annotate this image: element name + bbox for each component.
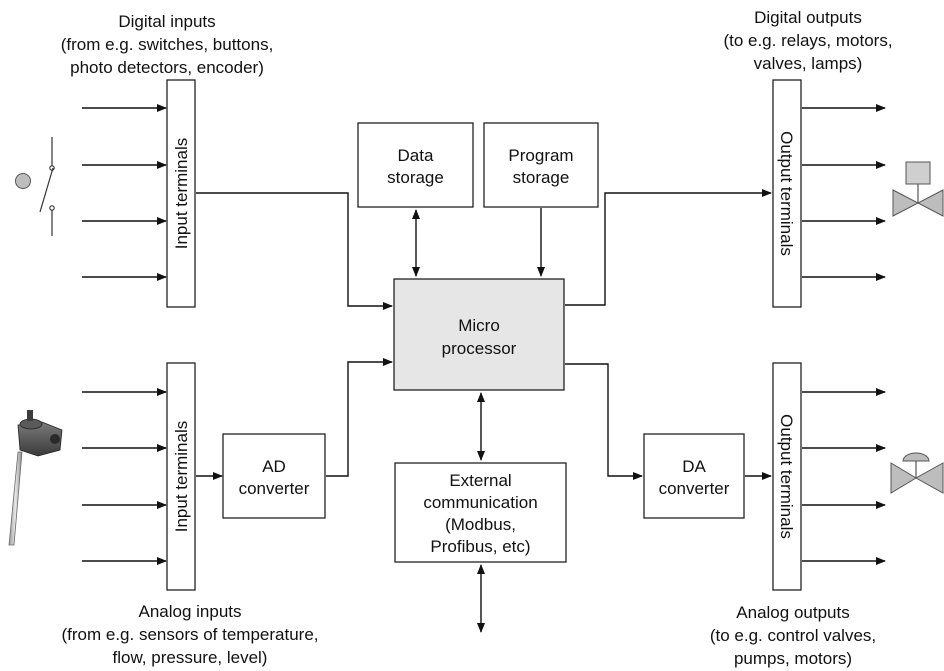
ad-converter-line-2: converter	[239, 479, 310, 498]
program-storage-line-2: storage	[513, 168, 570, 187]
cpu-to-digital-output-connector	[565, 189, 772, 306]
microprocessor-block: Micro processor	[393, 278, 565, 391]
solenoid-valve-icon	[892, 161, 944, 217]
temperature-sensor-icon	[8, 410, 63, 546]
external-comm-line-3: (Modbus,	[445, 515, 516, 534]
data-storage-line-1: Data	[398, 146, 434, 165]
cpu-to-da-connector	[565, 363, 643, 480]
analog-inputs-label: Analog inputs (from e.g. sensors of temp…	[62, 602, 319, 667]
pushbutton-icon	[15, 173, 31, 189]
digital-outputs-title: Digital outputs	[754, 8, 862, 27]
external-communication-block: External communication (Modbus, Profibus…	[394, 462, 567, 563]
input-to-cpu-connector	[196, 192, 393, 310]
program-storage-line-1: Program	[508, 146, 573, 165]
digital-inputs-label: Digital inputs (from e.g. switches, butt…	[61, 12, 274, 77]
data-storage-block: Data storage	[357, 122, 474, 208]
analog-output-terminals: Output terminals	[772, 362, 802, 591]
control-valve-icon	[890, 452, 944, 494]
digital-outputs-line-3: valves, lamps)	[754, 54, 863, 73]
digital-outputs-line-2: (to e.g. relays, motors,	[723, 31, 892, 50]
analog-outputs-line-2: (to e.g. control valves,	[710, 626, 876, 645]
digital-outputs-label: Digital outputs (to e.g. relays, motors,…	[723, 8, 892, 73]
analog-inputs-title: Analog inputs	[138, 602, 241, 621]
digital-input-arrows	[82, 104, 167, 281]
digital-output-arrows	[802, 104, 886, 281]
digital-input-terminals-label: Input terminals	[172, 138, 191, 250]
analog-input-terminals-label: Input terminals	[172, 421, 191, 533]
da-converter-line-2: converter	[659, 479, 730, 498]
switch-contact-icon	[39, 137, 55, 236]
external-comm-line-4: Profibus, etc)	[430, 537, 530, 556]
microprocessor-line-2: processor	[442, 339, 517, 358]
digital-output-terminals: Output terminals	[772, 79, 802, 308]
microprocessor-line-1: Micro	[458, 316, 500, 335]
ad-converter-line-1: AD	[262, 457, 286, 476]
analog-inputs-line-2: (from e.g. sensors of temperature,	[62, 625, 319, 644]
analog-output-terminals-label: Output terminals	[777, 414, 796, 539]
ad-converter-block: AD converter	[222, 433, 326, 519]
digital-inputs-title: Digital inputs	[118, 12, 215, 31]
ad-to-cpu-connector	[326, 358, 393, 477]
digital-inputs-line-2: (from e.g. switches, buttons,	[61, 35, 274, 54]
da-converter-line-1: DA	[682, 457, 706, 476]
analog-outputs-line-3: pumps, motors)	[734, 649, 852, 668]
analog-outputs-label: Analog outputs (to e.g. control valves, …	[710, 603, 876, 668]
analog-input-terminals: Input terminals	[166, 362, 196, 591]
external-comm-line-1: External	[449, 471, 511, 490]
digital-input-terminals: Input terminals	[166, 79, 196, 308]
da-converter-block: DA converter	[643, 433, 745, 519]
digital-inputs-line-3: photo detectors, encoder)	[70, 58, 264, 77]
analog-outputs-title: Analog outputs	[736, 603, 849, 622]
external-comm-line-2: communication	[423, 493, 537, 512]
analog-input-arrows	[82, 388, 167, 565]
program-storage-block: Program storage	[483, 122, 599, 208]
digital-output-terminals-label: Output terminals	[777, 131, 796, 256]
data-storage-line-2: storage	[387, 168, 444, 187]
analog-inputs-line-3: flow, pressure, level)	[113, 648, 268, 667]
analog-output-arrows	[802, 388, 886, 565]
